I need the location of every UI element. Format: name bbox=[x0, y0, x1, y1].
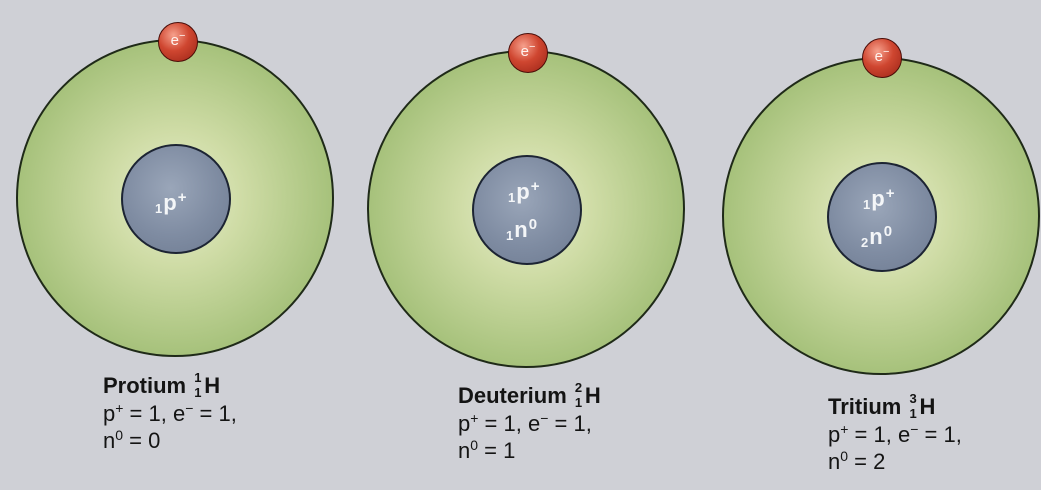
tritium-proton-label: 1p+ bbox=[863, 185, 895, 212]
deuterium-proton-electron-counts: p+ = 1, e− = 1, bbox=[458, 409, 592, 436]
deuterium-neutron-label: 1n0 bbox=[506, 216, 538, 243]
tritium-proton-electron-counts: p+ = 1, e− = 1, bbox=[828, 420, 962, 447]
tritium-neutron-count: n0 = 2 bbox=[828, 448, 886, 474]
tritium-neutron-label: 2n0 bbox=[861, 223, 893, 250]
tritium-nucleus: 1p+ 2n0 bbox=[827, 162, 937, 272]
deuterium-electron: e− bbox=[508, 33, 548, 73]
protium-neutron-count: n0 = 0 bbox=[103, 427, 161, 453]
protium-proton-electron-counts: p+ = 1, e− = 1, bbox=[103, 399, 237, 426]
deuterium-proton-label: 1p+ bbox=[508, 178, 540, 205]
deuterium-nucleus: 1p+ 1n0 bbox=[472, 155, 582, 265]
protium-electron: e− bbox=[158, 22, 198, 62]
protium-nucleus: 1p+ bbox=[121, 144, 231, 254]
deuterium-neutron-count: n0 = 1 bbox=[458, 437, 516, 463]
protium-proton-label: 1p+ bbox=[155, 189, 187, 216]
tritium-electron: e− bbox=[862, 38, 902, 78]
